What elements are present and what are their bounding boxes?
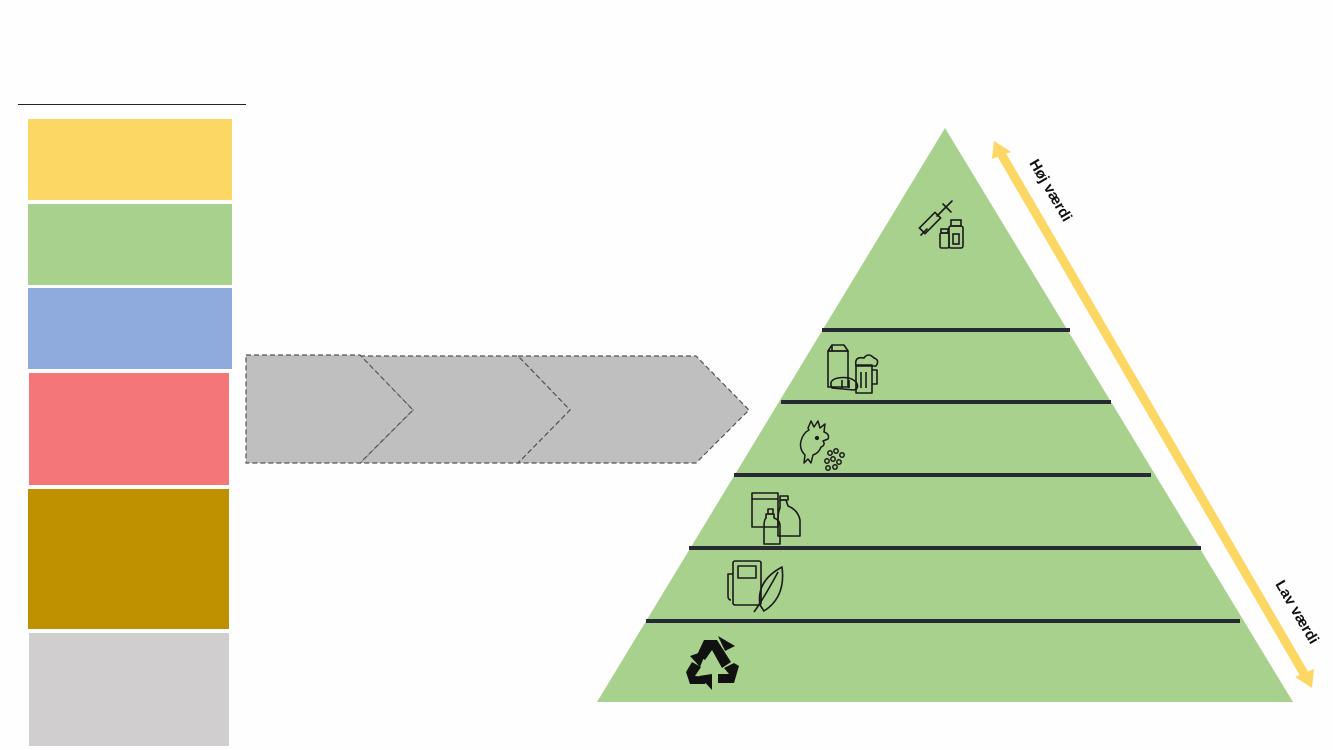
legend-block-yellow	[28, 119, 232, 200]
value-scale-arrow	[992, 141, 1314, 688]
legend-block-ochre	[28, 489, 229, 629]
process-step-1	[245, 354, 414, 464]
value-scale-arrowhead-bottom	[1295, 669, 1314, 688]
fuel-energy-icon	[727, 560, 784, 613]
food-beverage-icon	[827, 344, 879, 394]
legend-block-gray	[29, 633, 229, 746]
legend-block-green	[28, 204, 232, 285]
recycle-icon	[686, 636, 739, 690]
chemicals-bottles-icon	[751, 492, 801, 545]
value-pyramid	[597, 128, 1293, 702]
syringe-medicine-icon	[918, 200, 964, 249]
legend-block-red	[29, 373, 229, 485]
pyramid-dividers	[646, 328, 1240, 623]
legend-top-rule	[18, 104, 246, 105]
process-arrow	[245, 354, 750, 464]
legend-block-blue	[28, 288, 232, 369]
animal-feed-icon	[799, 420, 845, 471]
value-scale-shaft	[996, 149, 1310, 680]
value-scale-arrowhead-top	[992, 141, 1011, 159]
